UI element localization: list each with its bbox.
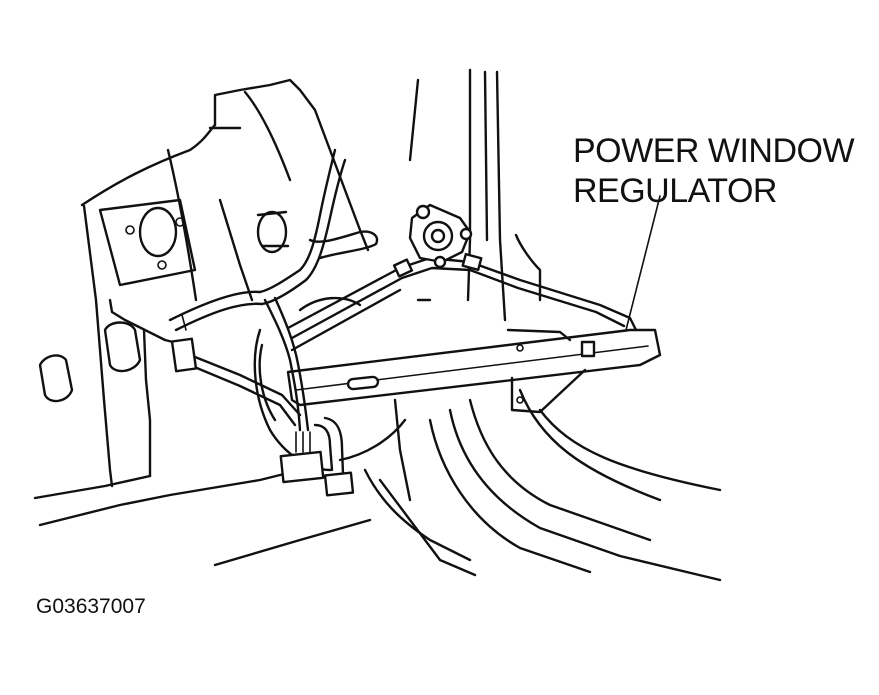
window-regulator: [286, 203, 662, 414]
door-frame-pillar: [213, 68, 722, 582]
door-inner-panel: [33, 78, 370, 527]
callout-leader-line: [625, 195, 661, 331]
regulator-callout-label: POWER WINDOW REGULATOR: [573, 132, 855, 214]
figure-id: G03637007: [36, 595, 146, 618]
callout-line-2: REGULATOR: [573, 172, 777, 210]
callout-line-1: POWER WINDOW: [573, 132, 855, 170]
wiring-harness: [108, 148, 379, 497]
